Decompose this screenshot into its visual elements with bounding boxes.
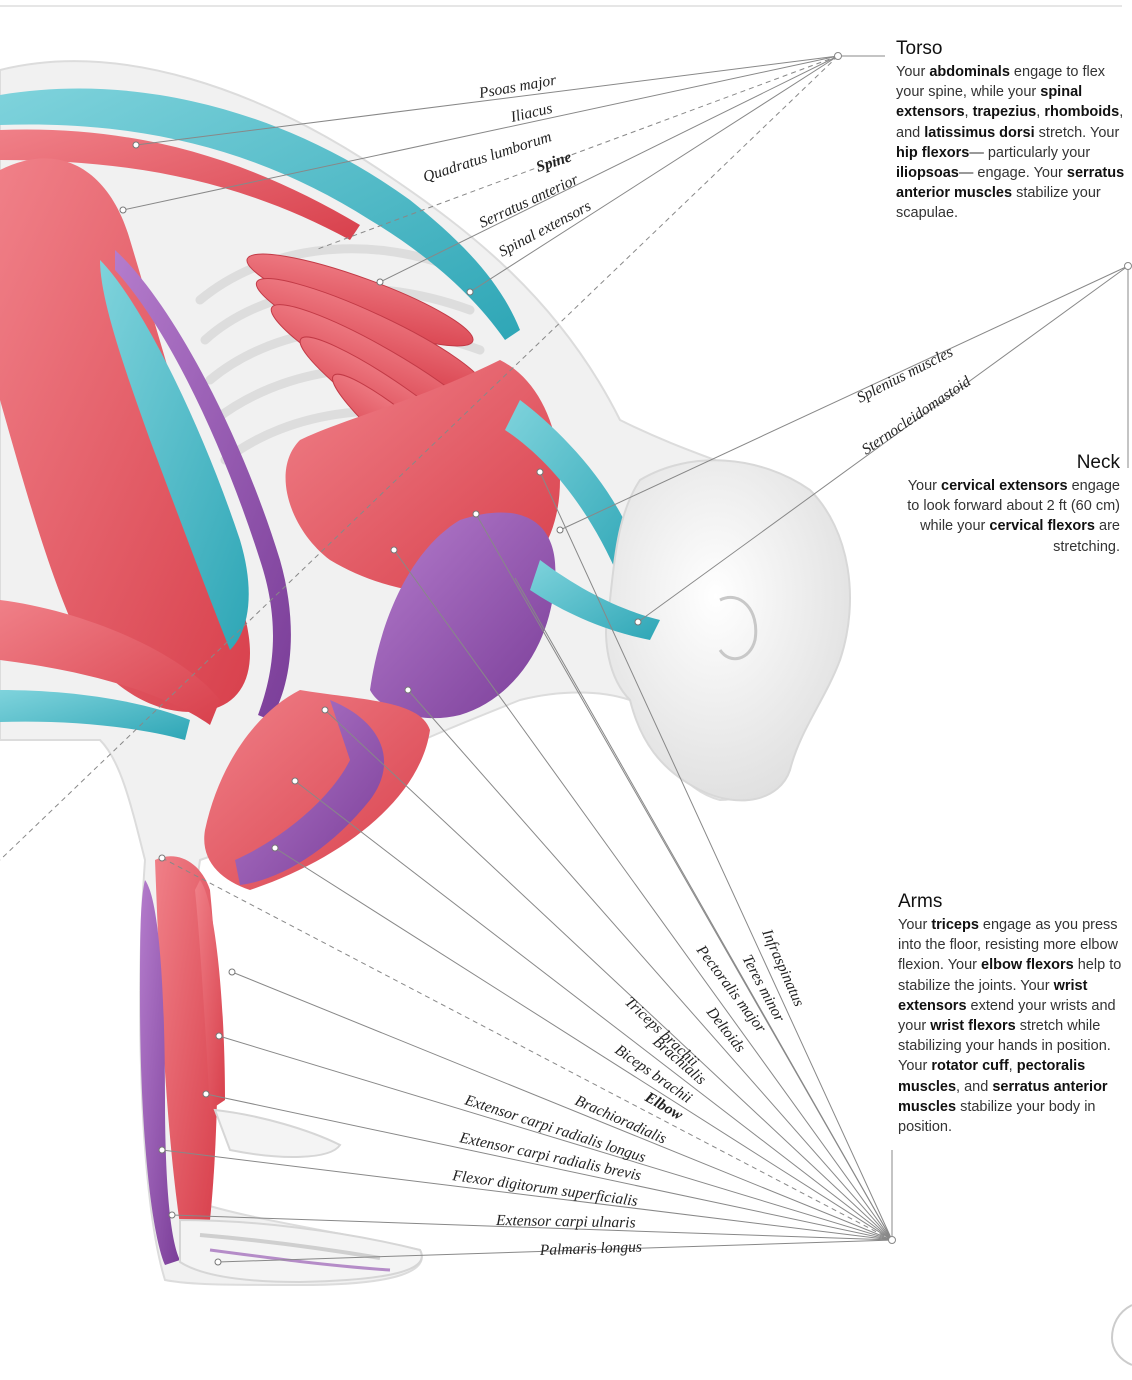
- torso-description: Your abdominals engage to flex your spin…: [896, 62, 1131, 224]
- torso-title: Torso: [896, 38, 1131, 60]
- label-extensor-carpi-ulnaris: Extensor carpi ulnaris: [495, 1212, 636, 1231]
- label-psoas-major: Psoas major: [477, 71, 559, 102]
- page-edge-marker: [1112, 1305, 1132, 1365]
- arms-description: Your triceps engage as you press into th…: [898, 915, 1128, 1137]
- arms-title: Arms: [898, 891, 1128, 913]
- forearm: [140, 856, 225, 1265]
- label-quadratus-lumborum: Quadratus lumborum: [421, 128, 554, 186]
- neck-description: Your cervical extensors engage to look f…: [902, 476, 1120, 557]
- neck-labels: Splenius muscles Sternocleidomastoid: [854, 344, 974, 459]
- arms-panel: Arms Your triceps engage as you press in…: [898, 891, 1128, 1137]
- arms-labels: Infraspinatus Teres minor Pectoralis maj…: [450, 926, 807, 1259]
- torso-panel: Torso Your abdominals engage to flex you…: [896, 38, 1131, 224]
- label-spine: Spine: [534, 148, 574, 175]
- neck-title: Neck: [902, 452, 1120, 474]
- neck-panel: Neck Your cervical extensors engage to l…: [902, 452, 1120, 557]
- label-palmaris-longus: Palmaris longus: [539, 1238, 643, 1259]
